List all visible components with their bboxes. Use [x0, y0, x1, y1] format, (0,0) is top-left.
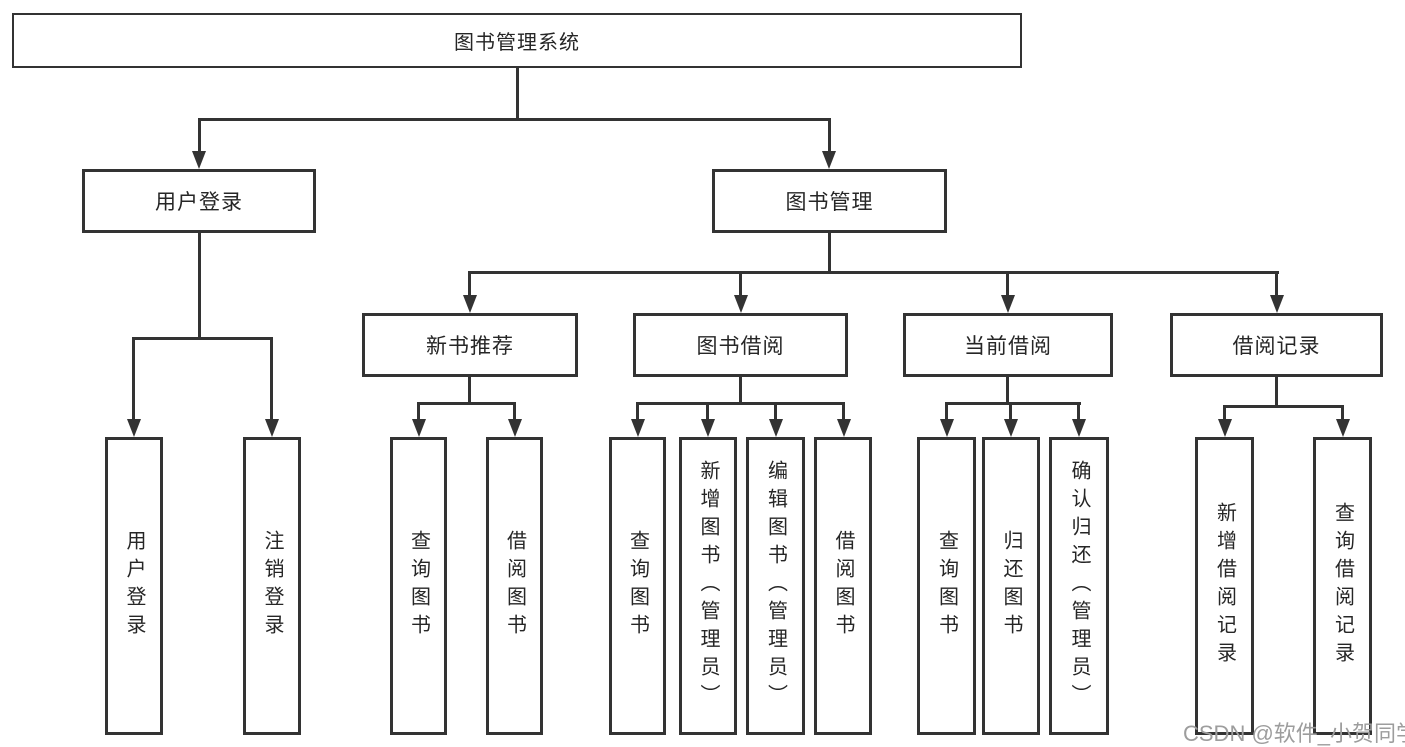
- connector-vline: [516, 68, 519, 121]
- arrowhead-down-icon: [837, 419, 851, 437]
- connector-vline: [1275, 271, 1278, 299]
- connector-vline: [828, 230, 831, 274]
- csdn-watermark: CSDN @软件_小贺同学: [1183, 721, 1405, 746]
- node-label: 新书推荐: [426, 335, 514, 358]
- connector-vline: [1006, 374, 1009, 405]
- connector-vline: [1006, 271, 1009, 299]
- leaf-query-books-current: 查询图书: [917, 437, 976, 735]
- arrowhead-down-icon: [508, 419, 522, 437]
- arrowhead-down-icon: [1004, 419, 1018, 437]
- connector-vline: [198, 230, 201, 340]
- arrowhead-down-icon: [734, 295, 748, 313]
- connector-vline: [706, 402, 709, 423]
- arrowhead-down-icon: [1001, 295, 1015, 313]
- node-label: 用户登录: [155, 191, 243, 214]
- arrowhead-down-icon: [1072, 419, 1086, 437]
- arrowhead-down-icon: [631, 419, 645, 437]
- node-label: 用户登录: [123, 530, 145, 642]
- node-label: 当前借阅: [964, 335, 1052, 358]
- connector-vline: [739, 271, 742, 299]
- node-book-management: 图书管理: [712, 169, 947, 233]
- connector-vline: [774, 402, 777, 423]
- node-book-borrowing: 图书借阅: [633, 313, 848, 377]
- arrowhead-down-icon: [192, 151, 206, 169]
- connector-vline: [842, 402, 845, 423]
- arrowhead-down-icon: [127, 419, 141, 437]
- connector-vline: [636, 402, 639, 423]
- arrowhead-down-icon: [1270, 295, 1284, 313]
- leaf-confirm-return-admin: 确认归还（管理员）: [1049, 437, 1109, 735]
- arrowhead-down-icon: [769, 419, 783, 437]
- leaf-logout: 注销登录: [243, 437, 301, 735]
- connector-hline: [417, 402, 516, 405]
- connector-hline: [945, 402, 1081, 405]
- leaf-add-borrow-record: 新增借阅记录: [1195, 437, 1254, 735]
- node-label: 查询图书: [407, 530, 430, 642]
- node-label: 查询借阅记录: [1331, 502, 1354, 670]
- connector-hline: [468, 271, 1279, 274]
- leaf-return-book: 归还图书: [982, 437, 1040, 735]
- node-current-borrowing: 当前借阅: [903, 313, 1113, 377]
- connector-vline: [1275, 374, 1278, 408]
- leaf-query-borrow-record: 查询借阅记录: [1313, 437, 1372, 735]
- leaf-borrow-books-borrow: 借阅图书: [814, 437, 872, 735]
- node-label: 新增借阅记录: [1213, 502, 1236, 670]
- connector-vline: [1223, 405, 1226, 423]
- connector-hline: [198, 118, 831, 121]
- node-label: 借阅记录: [1232, 335, 1321, 358]
- node-label: 借阅图书: [832, 530, 854, 642]
- node-label: 查询图书: [626, 530, 649, 642]
- arrowhead-down-icon: [1218, 419, 1232, 437]
- node-label: 确认归还（管理员）: [1068, 460, 1090, 712]
- node-label: 借阅图书: [503, 530, 526, 642]
- connector-vline: [1077, 402, 1080, 423]
- leaf-query-books-recommend: 查询图书: [390, 437, 447, 735]
- connector-hline: [132, 337, 273, 340]
- node-label: 注销登录: [261, 530, 283, 642]
- node-label: 编辑图书（管理员）: [764, 460, 787, 712]
- arrowhead-down-icon: [701, 419, 715, 437]
- node-new-book-recommendation: 新书推荐: [362, 313, 578, 377]
- node-label: 新增图书（管理员）: [697, 460, 719, 712]
- node-label: 归还图书: [1000, 530, 1022, 642]
- connector-vline: [945, 402, 948, 423]
- connector-vline: [1009, 402, 1012, 423]
- leaf-add-book-admin: 新增图书（管理员）: [679, 437, 737, 735]
- connector-hline: [1223, 405, 1344, 408]
- leaf-edit-book-admin: 编辑图书（管理员）: [746, 437, 805, 735]
- leaf-user-login: 用户登录: [105, 437, 163, 735]
- leaf-borrow-books-recommend: 借阅图书: [486, 437, 543, 735]
- arrowhead-down-icon: [940, 419, 954, 437]
- connector-vline: [132, 337, 135, 423]
- connector-vline: [468, 271, 471, 299]
- node-library-management-system: 图书管理系统: [12, 13, 1022, 68]
- node-user-login: 用户登录: [82, 169, 316, 233]
- node-label: 图书管理: [785, 191, 874, 214]
- connector-vline: [270, 337, 273, 423]
- connector-vline: [828, 118, 831, 154]
- node-label: 查询图书: [935, 530, 958, 642]
- connector-vline: [417, 402, 420, 423]
- connector-vline: [468, 374, 471, 405]
- arrowhead-down-icon: [412, 419, 426, 437]
- arrowhead-down-icon: [265, 419, 279, 437]
- node-label: 图书借阅: [696, 335, 785, 358]
- connector-vline: [739, 374, 742, 405]
- arrowhead-down-icon: [1336, 419, 1350, 437]
- connector-vline: [198, 118, 201, 154]
- leaf-query-books-borrow: 查询图书: [609, 437, 666, 735]
- connector-vline: [1341, 405, 1344, 423]
- node-label: 图书管理系统: [454, 32, 580, 54]
- connector-hline: [636, 402, 845, 405]
- node-borrowing-records: 借阅记录: [1170, 313, 1383, 377]
- connector-vline: [513, 402, 516, 423]
- arrowhead-down-icon: [463, 295, 477, 313]
- arrowhead-down-icon: [822, 151, 836, 169]
